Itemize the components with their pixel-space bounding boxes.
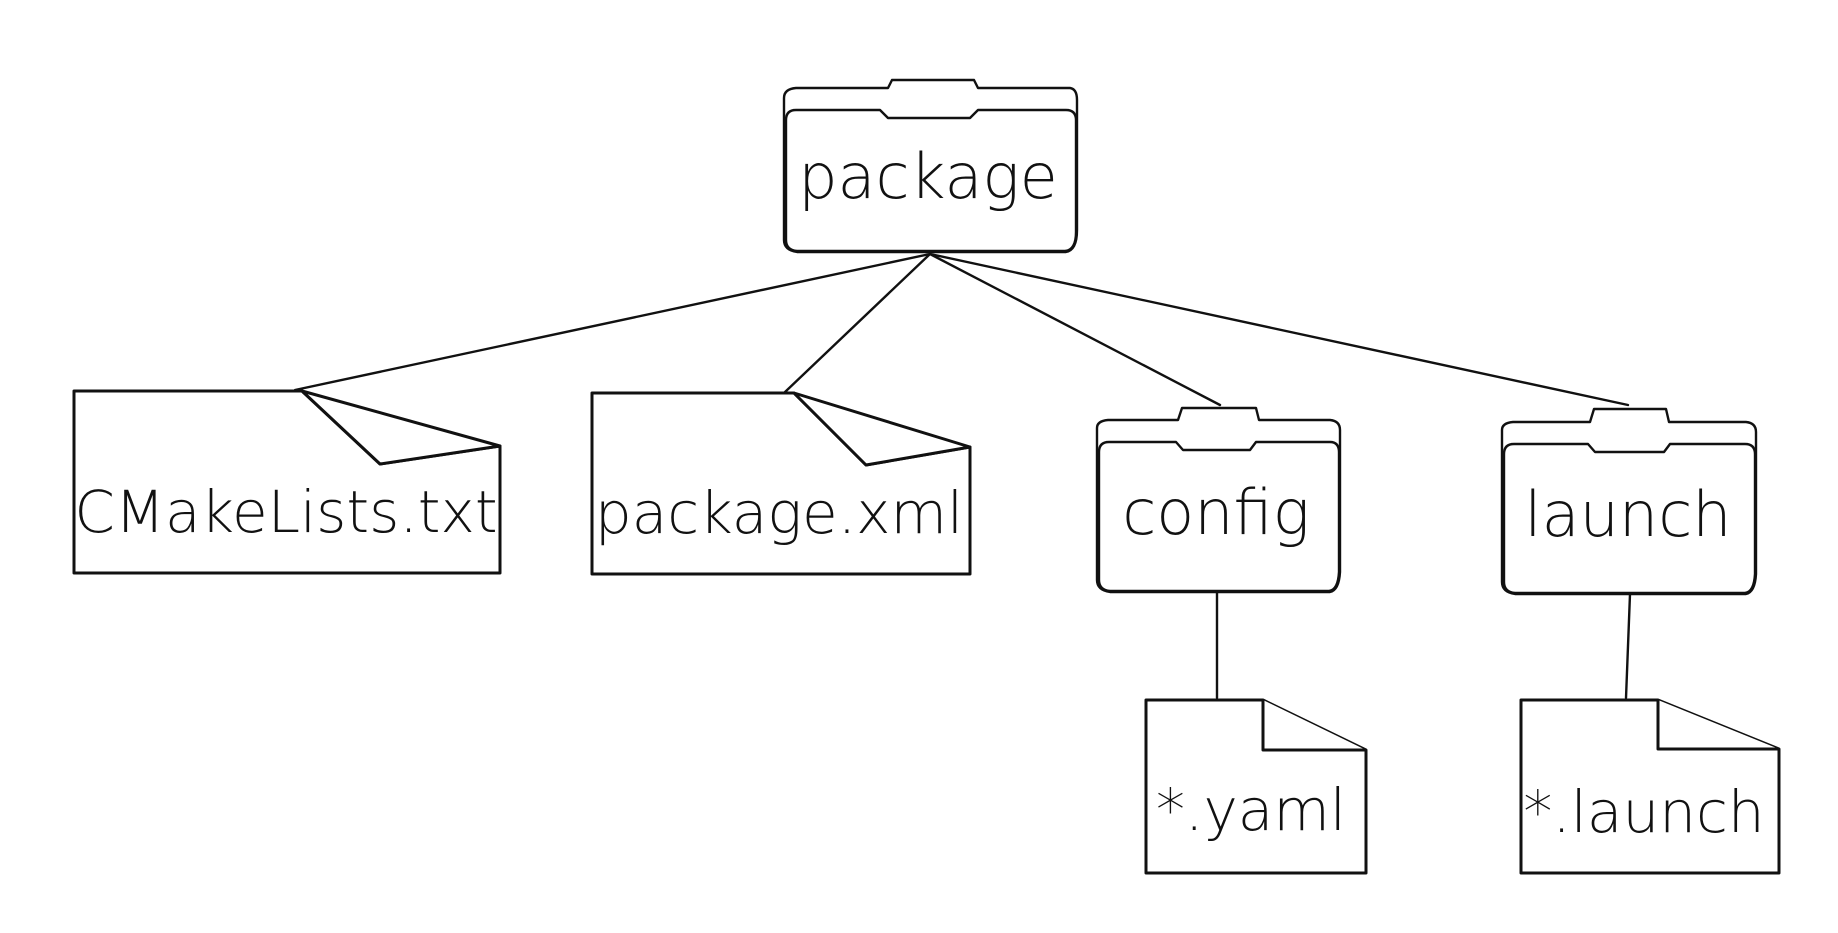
file-node-cmakelists: CMakeLists.txt bbox=[72, 389, 502, 575]
folder-node-config: config bbox=[1095, 406, 1342, 594]
folder-icon bbox=[782, 78, 1079, 254]
file-label-launchfile: *.launch bbox=[1523, 778, 1764, 846]
edge-package-packagexml bbox=[783, 252, 932, 394]
folder-label-config: config bbox=[1122, 476, 1310, 549]
file-label-cmakelists: CMakeLists.txt bbox=[74, 478, 497, 546]
file-label-yaml: *.yaml bbox=[1156, 776, 1346, 844]
folder-label-package: package bbox=[798, 140, 1058, 213]
folder-node-package: package bbox=[782, 78, 1079, 254]
folder-label-launch: launch bbox=[1524, 478, 1731, 551]
file-node-launchfile: *.launch bbox=[1519, 698, 1781, 875]
edge-package-config bbox=[928, 252, 1222, 407]
folder-icon bbox=[1095, 406, 1342, 594]
edge-package-cmakelists bbox=[293, 252, 932, 392]
file-icon bbox=[590, 391, 972, 576]
file-node-yaml: *.yaml bbox=[1144, 698, 1368, 875]
edge-launch-launchfile bbox=[1624, 592, 1632, 700]
tree-edges bbox=[293, 252, 1632, 700]
file-label-packagexml: package.xml bbox=[595, 479, 963, 547]
file-icon bbox=[1519, 698, 1781, 875]
file-node-packagexml: package.xml bbox=[590, 391, 972, 576]
folder-icon bbox=[1500, 407, 1758, 596]
file-icon bbox=[1144, 698, 1368, 875]
file-icon bbox=[72, 389, 502, 575]
edge-package-launch bbox=[928, 252, 1630, 407]
folder-node-launch: launch bbox=[1500, 407, 1758, 596]
